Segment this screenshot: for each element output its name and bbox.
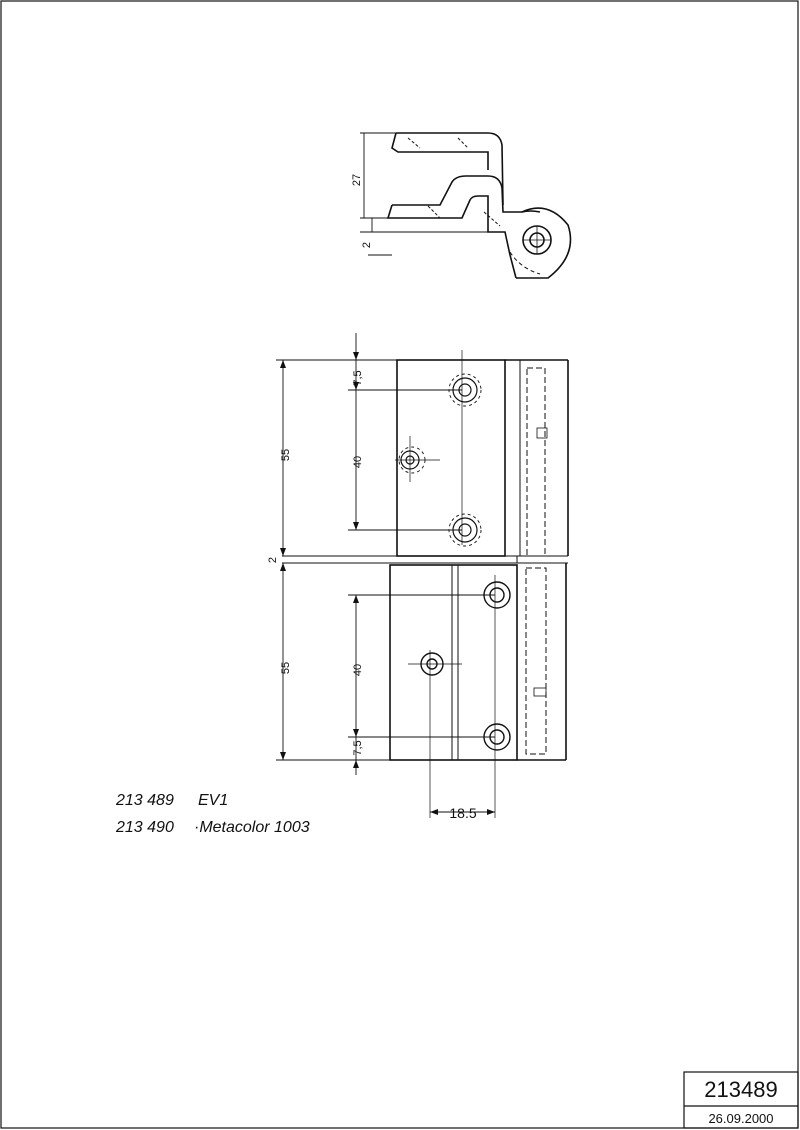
top-view-height-dimension: 27 (351, 174, 363, 186)
upper-leaf (396, 359, 569, 557)
drawing-number: 213489 (704, 1077, 777, 1102)
top-view-thickness-dimension: 2 (361, 242, 373, 248)
horizontal-offset-dimension: 18.5 (449, 805, 476, 821)
note-code-2: 213 490 (115, 819, 174, 836)
lower-leaf-length-dimension: 55 (280, 662, 292, 674)
note-label-2: ·Metacolor 1003 (194, 819, 310, 836)
drawing-date: 26.09.2000 (708, 1111, 773, 1126)
note-code-1: 213 489 (115, 792, 174, 809)
dimension-arrows (280, 352, 495, 815)
upper-leaf-length-dimension: 55 (280, 449, 292, 461)
title-block (683, 1071, 799, 1129)
upper-edge-dimension: 7,5 (352, 370, 364, 385)
gap-dimension: 2 (267, 557, 279, 563)
top-view-dimensions (360, 132, 488, 256)
lower-hole-spacing-dimension: 40 (352, 664, 364, 676)
joint-gap (282, 555, 568, 564)
lower-edge-dimension: 7,5 (352, 740, 364, 755)
upper-hole-spacing-dimension: 40 (352, 456, 364, 468)
front-view-dimensions (276, 333, 495, 813)
note-label-1: EV1 (198, 792, 228, 809)
lower-leaf (389, 563, 567, 761)
top-view-section (386, 132, 572, 279)
upper-screw-holes (395, 350, 482, 547)
lower-screw-holes (408, 575, 511, 818)
